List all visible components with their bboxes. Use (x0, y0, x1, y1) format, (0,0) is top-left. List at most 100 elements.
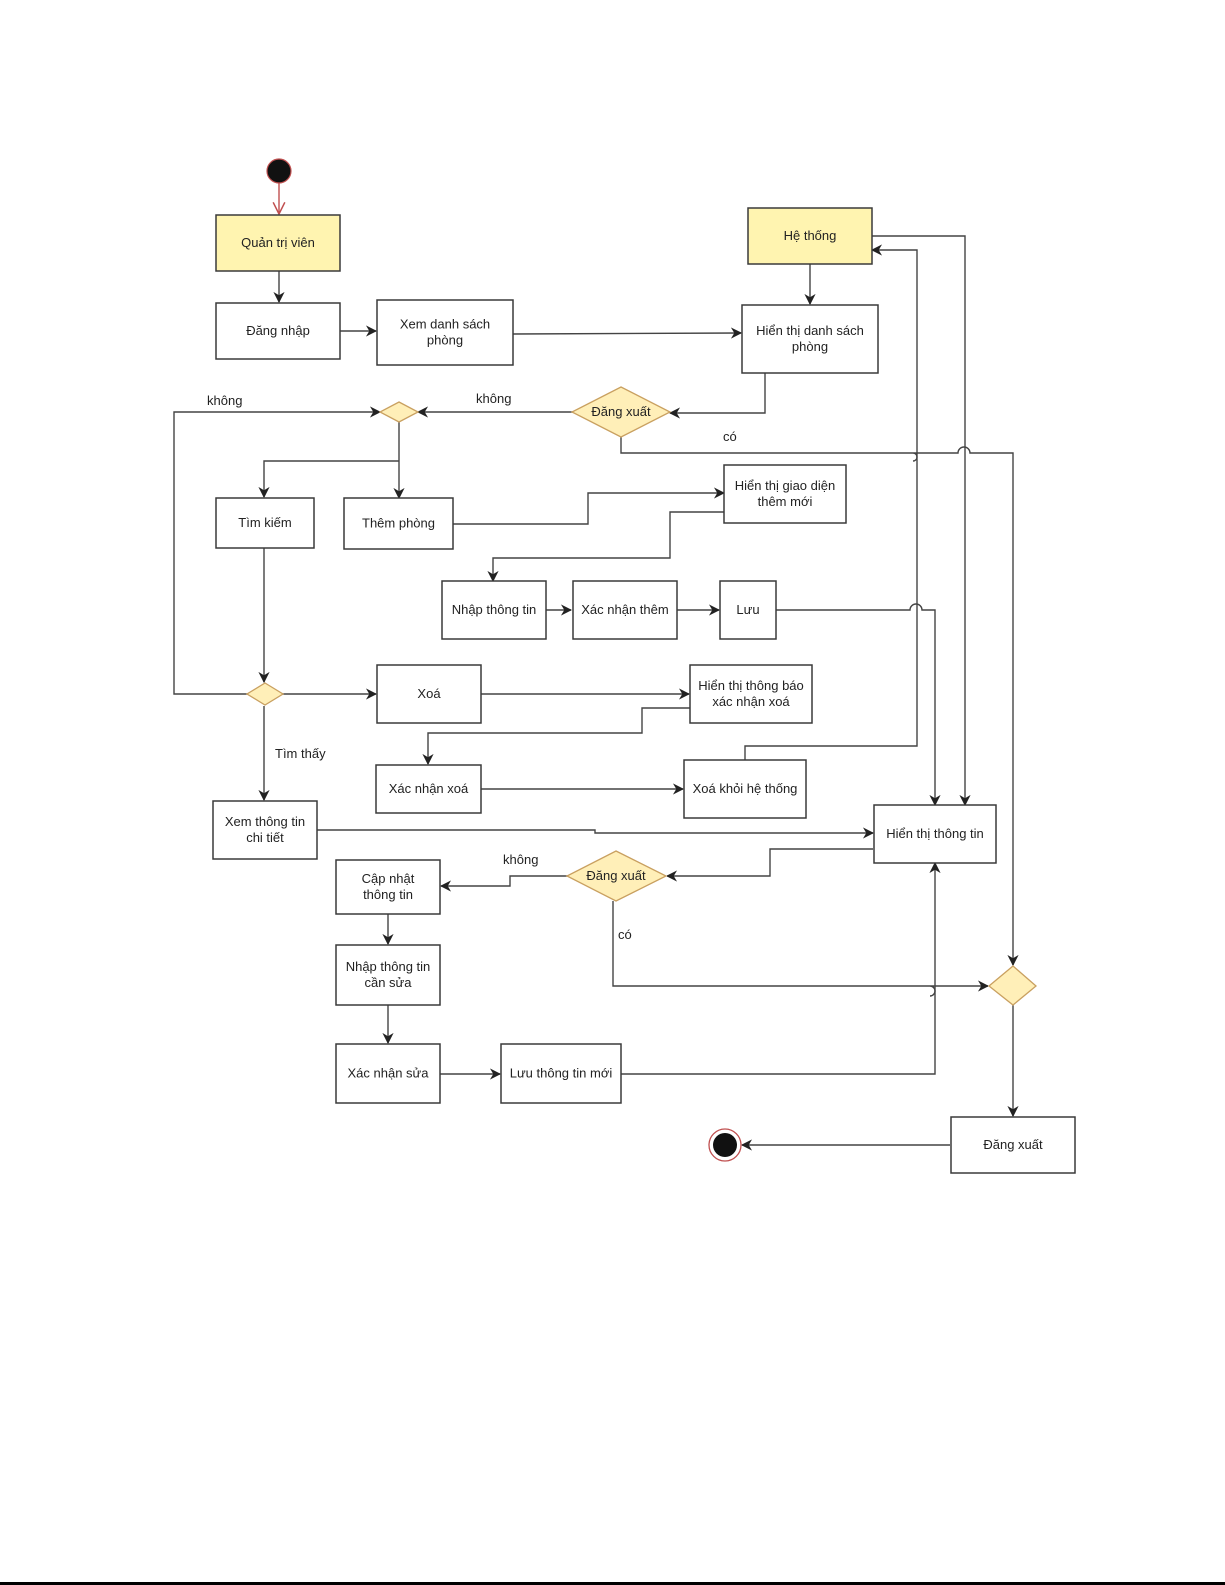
edge-detail-display (317, 827, 875, 839)
edge-notify-confirm (422, 707, 690, 766)
edge-label-no-top: không (476, 391, 511, 406)
edge-logout2-update (439, 875, 568, 892)
node-nhap-thong-tin: Nhập thông tin (441, 580, 547, 640)
decision-logout-1 (570, 386, 672, 438)
edge-savenew-display (621, 861, 941, 1075)
node-label: Lưu (736, 602, 759, 617)
end-node (713, 1133, 737, 1157)
node-box (747, 207, 873, 265)
node-label: Hiển thị thông tin (886, 826, 984, 841)
node-them-phong: Thêm phòng (343, 497, 454, 550)
node-label: Nhập thông tin (346, 959, 431, 974)
node-box (376, 299, 514, 366)
decision-logout-1-label: Đăng xuất (591, 404, 651, 419)
node-label: Xem danh sách (400, 317, 490, 332)
node-label: Đăng nhập (246, 323, 310, 338)
edge-label-yes-top: có (723, 429, 737, 444)
edge-view-display (512, 327, 743, 339)
node-box (335, 944, 441, 1006)
node-label: cần sửa (364, 975, 412, 990)
node-label: phòng (792, 339, 828, 354)
node-box (723, 464, 847, 524)
node-box (873, 804, 997, 864)
edge-merge-search (258, 460, 399, 499)
node-hien-thi-thong-tin: Hiển thị thông tin (873, 804, 997, 864)
edge-decision-not-found (173, 406, 382, 695)
node-label: Xem thông tin (225, 814, 305, 829)
node-box (500, 1043, 622, 1104)
node-box (689, 664, 813, 724)
node-quan-tri-vien: Quản trị viên (215, 214, 341, 272)
decision-logout-2 (565, 850, 668, 902)
node-label: Xác nhận thêm (581, 602, 668, 617)
node-he-thong: Hệ thống (747, 207, 873, 265)
node-tim-kiem: Tìm kiếm (215, 497, 315, 549)
node-label: Xác nhận xoá (389, 781, 469, 796)
node-box (719, 580, 777, 640)
node-luu: Lưu (719, 580, 777, 640)
node-luu-moi: Lưu thông tin mới (500, 1043, 622, 1104)
node-box (572, 580, 678, 640)
node-box (683, 759, 807, 819)
node-xac-nhan-sua: Xác nhận sửa (335, 1043, 441, 1104)
node-label: chi tiết (246, 830, 284, 845)
node-label: Cập nhật (362, 871, 415, 886)
node-box (215, 497, 315, 549)
node-label: Hệ thống (784, 228, 837, 243)
node-label: Nhập thông tin (452, 602, 537, 617)
node-xoa: Xoá (376, 664, 482, 724)
node-label: thêm mới (758, 494, 813, 509)
node-box (950, 1116, 1076, 1174)
edge-system-display-info (872, 235, 971, 807)
edge-remove-system (744, 244, 918, 760)
node-label: Xoá khỏi hệ thống (693, 781, 798, 796)
edge-label-found: Tìm thấy (275, 746, 326, 761)
node-label: Lưu thông tin mới (510, 1066, 613, 1081)
node-dang-nhap: Đăng nhập (215, 302, 341, 360)
merge-node-final (987, 965, 1038, 1006)
node-label: xác nhận xoá (712, 694, 790, 709)
node-label: phòng (427, 333, 463, 348)
node-label: thông tin (363, 887, 413, 902)
decision-search-result (245, 682, 285, 706)
node-box (215, 214, 341, 272)
edges (173, 235, 1013, 1151)
node-xac-nhan-them: Xác nhận thêm (572, 580, 678, 640)
node-label: Hiển thị thông báo (698, 678, 804, 693)
node-label: Xác nhận sửa (348, 1066, 430, 1081)
node-label: Quản trị viên (241, 235, 315, 250)
node-box (212, 800, 318, 860)
node-label: Xoá (417, 686, 441, 701)
node-label: Hiển thị danh sách (756, 323, 864, 338)
node-box (375, 764, 482, 814)
node-box (215, 302, 341, 360)
node-label: Tìm kiếm (238, 515, 291, 530)
merge-node (378, 401, 420, 423)
edge-logout2-yes (612, 901, 988, 996)
start-node (266, 158, 292, 184)
node-box (441, 580, 547, 640)
edge-add-ui (453, 487, 726, 525)
node-label: Hiển thị giao diện (735, 478, 835, 493)
edge-label-no-bottom: không (503, 852, 538, 867)
node-box (335, 859, 441, 915)
edge-display-logout2 (665, 848, 873, 882)
node-dang-xuat-final: Đăng xuất (950, 1116, 1076, 1174)
node-box (343, 497, 454, 550)
node-xac-nhan-xoa: Xác nhận xoá (375, 764, 482, 814)
edge-label-yes-bottom: có (618, 927, 632, 942)
node-xoa-khoi-he-thong: Xoá khỏi hệ thống (683, 759, 807, 819)
node-box (376, 664, 482, 724)
node-label: Đăng xuất (983, 1137, 1043, 1152)
edge-display-logout (668, 373, 766, 419)
decision-logout-2-label: Đăng xuất (586, 868, 646, 883)
node-box (335, 1043, 441, 1104)
